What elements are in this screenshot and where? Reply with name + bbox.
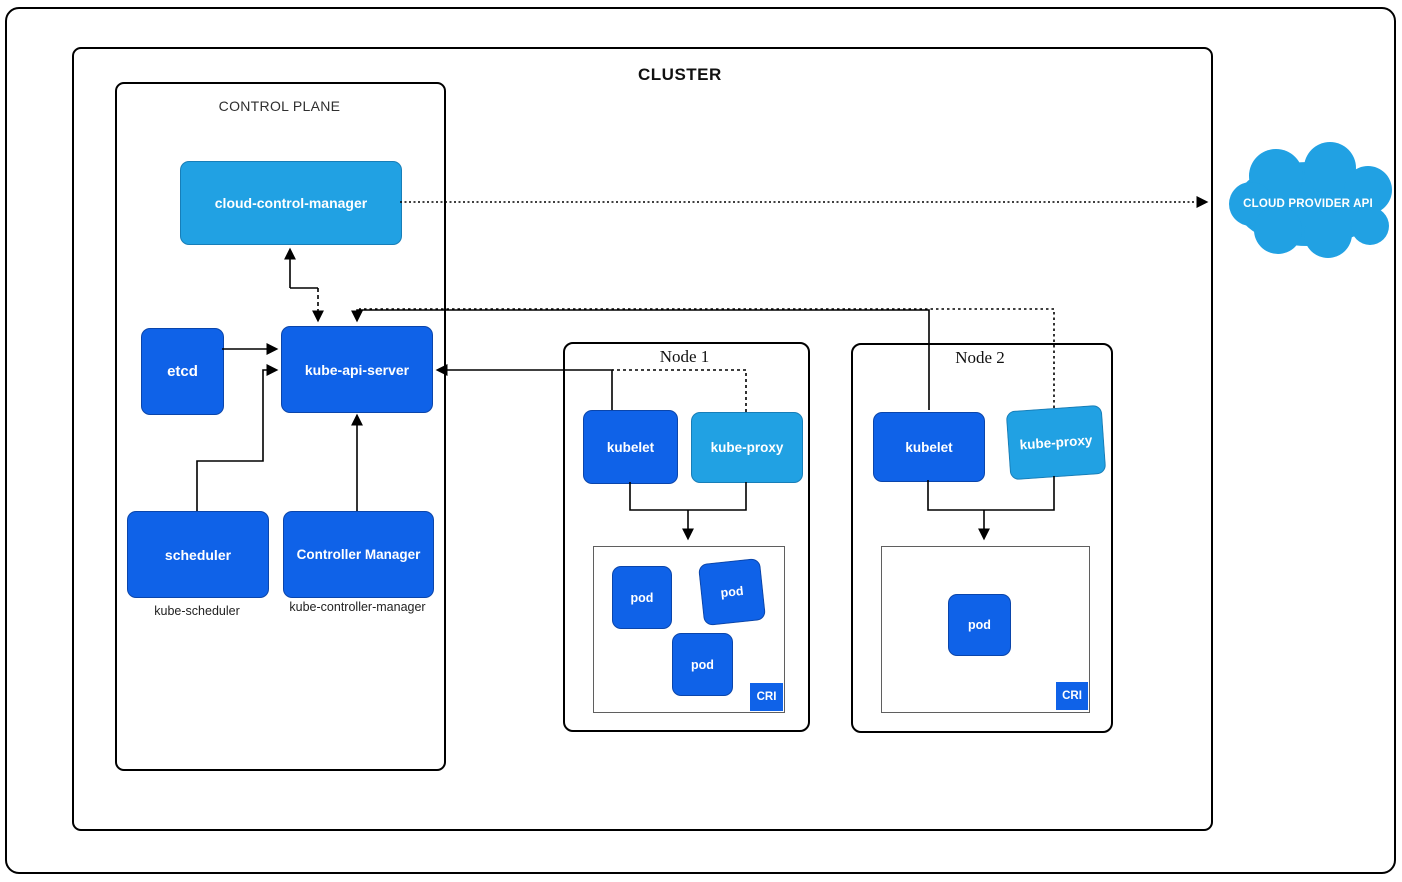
cluster-title: CLUSTER bbox=[638, 65, 722, 84]
etcd-box: etcd bbox=[141, 328, 224, 415]
node-2-kube-proxy-label: kube-proxy bbox=[1019, 432, 1093, 453]
pod-label: pod bbox=[719, 583, 745, 601]
node-2-cri-badge: CRI bbox=[1056, 682, 1088, 710]
kube-api-server-box: kube-api-server bbox=[281, 326, 433, 413]
control-plane-box bbox=[115, 82, 446, 771]
node-1-kube-proxy-label: kube-proxy bbox=[710, 440, 784, 455]
node-2-pod: pod bbox=[948, 594, 1011, 656]
pod-label: pod bbox=[630, 590, 654, 605]
kube-scheduler-sublabel: kube-scheduler bbox=[154, 604, 240, 618]
node-1-pod: pod bbox=[697, 557, 767, 627]
node-1-pod: pod bbox=[672, 633, 733, 696]
node-1-kubelet-box: kubelet bbox=[583, 410, 678, 484]
kube-controller-manager-sublabel: kube-controller-manager bbox=[289, 600, 426, 614]
cloud-control-manager-label: cloud-control-manager bbox=[214, 195, 368, 211]
cloud-provider-api-label: CLOUD PROVIDER API bbox=[1243, 198, 1373, 210]
cluster-box bbox=[72, 47, 1213, 831]
controller-manager-box: Controller Manager bbox=[283, 511, 434, 598]
node-2-kubelet-label: kubelet bbox=[905, 439, 953, 455]
scheduler-label: scheduler bbox=[164, 546, 232, 563]
cri-badge-label: CRI bbox=[1062, 690, 1082, 702]
cloud-provider-api-shape bbox=[1229, 142, 1392, 258]
node-2-kubelet-box: kubelet bbox=[873, 412, 985, 482]
pod-label: pod bbox=[968, 618, 991, 632]
node-1-kube-proxy-box: kube-proxy bbox=[691, 412, 803, 483]
controller-manager-label: Controller Manager bbox=[296, 547, 421, 562]
kube-api-server-label: kube-api-server bbox=[304, 361, 410, 378]
control-plane-title: CONTROL PLANE bbox=[218, 98, 341, 114]
node-1-title: Node 1 bbox=[659, 347, 710, 366]
cri-badge-label: CRI bbox=[756, 691, 777, 703]
node-1-kubelet-label: kubelet bbox=[606, 439, 655, 455]
node-1-pod: pod bbox=[612, 566, 672, 629]
scheduler-box: scheduler bbox=[127, 511, 269, 598]
node-1-cri-badge: CRI bbox=[750, 683, 783, 711]
node-2-kube-proxy-box: kube-proxy bbox=[1005, 404, 1107, 481]
cloud-control-manager-box: cloud-control-manager bbox=[180, 161, 402, 245]
pod-label: pod bbox=[691, 657, 714, 672]
node-2-title: Node 2 bbox=[955, 348, 1005, 367]
etcd-label: etcd bbox=[167, 363, 198, 380]
canvas-border bbox=[5, 7, 1396, 874]
